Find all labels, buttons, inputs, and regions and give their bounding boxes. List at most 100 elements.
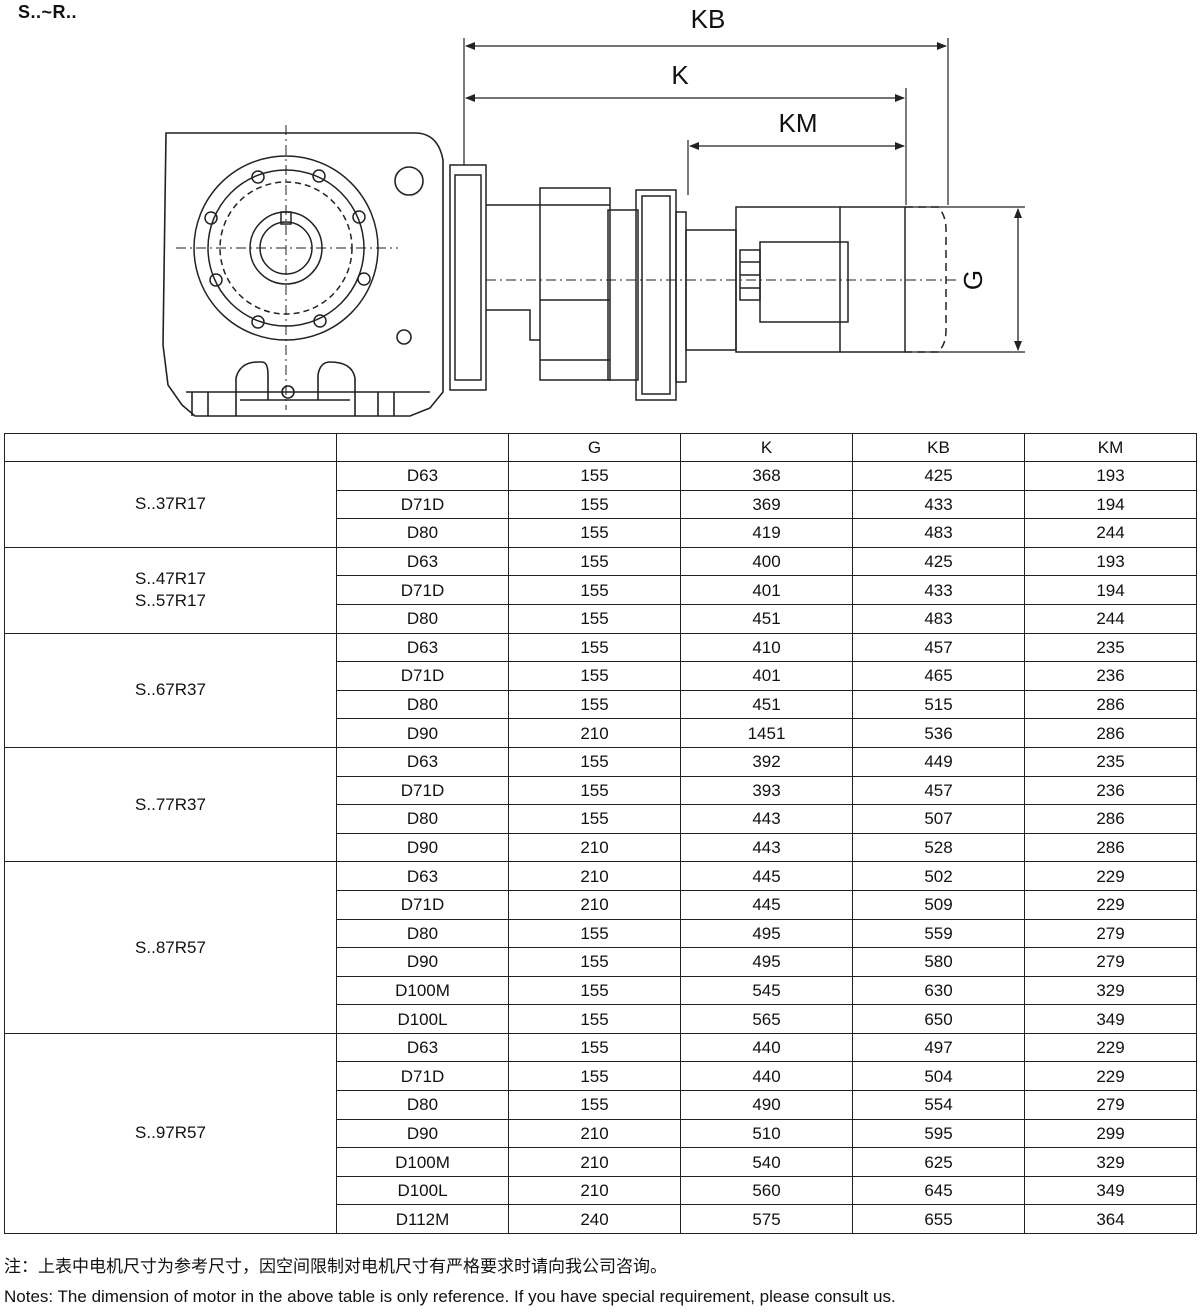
g-value-cell: 155 (508, 1090, 681, 1120)
k-value-cell: 443 (680, 832, 853, 863)
k-value-cell: 451 (680, 689, 853, 720)
model-name: S..67R37 (135, 680, 206, 700)
km-value-cell: 364 (1024, 1204, 1197, 1235)
k-value-cell: 495 (680, 947, 853, 977)
km-value-cell: 349 (1024, 1004, 1197, 1034)
g-value-cell: 210 (508, 861, 681, 891)
notes: 注：上表中电机尺寸为参考尺寸，因空间限制对电机尺寸有严格要求时请向我公司咨询。 … (4, 1252, 1196, 1307)
motor-type-cell: D100L (336, 1004, 509, 1034)
motor-type-cell: D71D (336, 775, 509, 806)
g-value-cell: 155 (508, 575, 681, 605)
g-value-cell: 155 (508, 975, 681, 1006)
g-value-cell: 155 (508, 804, 681, 834)
model-cell: S..87R57 (4, 861, 337, 1034)
g-value-cell: 210 (508, 832, 681, 863)
k-value-cell: 440 (680, 1032, 853, 1063)
model-cell: S..97R57 (4, 1032, 337, 1235)
kb-value-cell: 580 (852, 947, 1025, 977)
g-value-cell: 155 (508, 1032, 681, 1063)
column-header: KB (852, 433, 1025, 462)
motor-type-cell: D63 (336, 861, 509, 891)
kb-value-cell: 465 (852, 661, 1025, 691)
g-value-cell: 155 (508, 632, 681, 663)
motor-type-cell: D80 (336, 518, 509, 548)
k-value-cell: 392 (680, 746, 853, 777)
kb-value-cell: 528 (852, 832, 1025, 863)
g-label: G (958, 270, 988, 290)
model-name: S..47R17 (135, 569, 206, 589)
g-value-cell: 240 (508, 1204, 681, 1235)
km-value-cell: 329 (1024, 1147, 1197, 1177)
kb-value-cell: 502 (852, 861, 1025, 891)
motor-type-cell: D71D (336, 575, 509, 605)
g-value-cell: 210 (508, 1175, 681, 1206)
kb-value-cell: 497 (852, 1032, 1025, 1063)
motor-type-cell: D100L (336, 1175, 509, 1206)
motor-type-cell: D71D (336, 489, 509, 520)
vent-hole (396, 329, 412, 345)
motor-type-cell: D63 (336, 746, 509, 777)
k-value-cell: 565 (680, 1004, 853, 1034)
motor-type-cell: D80 (336, 603, 509, 634)
km-value-cell: 286 (1024, 689, 1197, 720)
g-value-cell: 155 (508, 661, 681, 691)
k-value-cell: 510 (680, 1118, 853, 1149)
km-value-cell: 194 (1024, 489, 1197, 520)
page-title: S..~R.. (18, 2, 78, 22)
lifting-eye (394, 166, 424, 196)
model-name: S..37R17 (135, 494, 206, 514)
model-name: S..87R57 (135, 937, 206, 957)
model-name: S..97R57 (135, 1123, 206, 1143)
g-value-cell: 155 (508, 489, 681, 520)
kb-value-cell: 483 (852, 518, 1025, 548)
note-english: Notes: The dimension of motor in the abo… (4, 1287, 896, 1306)
model-cell: S..77R37 (4, 746, 337, 863)
kb-value-cell: 625 (852, 1147, 1025, 1177)
km-value-cell: 236 (1024, 661, 1197, 691)
k-value-cell: 410 (680, 632, 853, 663)
dimension-lines (465, 42, 1022, 351)
center-lines (176, 125, 960, 410)
kb-value-cell: 645 (852, 1175, 1025, 1206)
column-header: K (680, 433, 853, 462)
kb-value-cell: 425 (852, 461, 1025, 491)
k-label: K (671, 60, 689, 90)
k-value-cell: 1451 (680, 718, 853, 748)
k-value-cell: 368 (680, 461, 853, 491)
kb-value-cell: 504 (852, 1061, 1025, 1092)
k-value-cell: 575 (680, 1204, 853, 1235)
kb-value-cell: 507 (852, 804, 1025, 834)
k-value-cell: 495 (680, 918, 853, 949)
column-header: G (508, 433, 681, 462)
model-name: S..57R17 (135, 591, 206, 611)
kb-value-cell: 449 (852, 746, 1025, 777)
kb-value-cell: 515 (852, 689, 1025, 720)
column-header (336, 433, 509, 462)
km-value-cell: 279 (1024, 947, 1197, 977)
k-value-cell: 560 (680, 1175, 853, 1206)
motor (735, 206, 947, 353)
kb-label: KB (691, 4, 726, 34)
k-value-cell: 393 (680, 775, 853, 806)
motor-type-cell: D63 (336, 1032, 509, 1063)
kb-value-cell: 457 (852, 632, 1025, 663)
g-value-cell: 210 (508, 718, 681, 748)
motor-type-cell: D63 (336, 546, 509, 577)
g-value-cell: 155 (508, 947, 681, 977)
k-value-cell: 440 (680, 1061, 853, 1092)
